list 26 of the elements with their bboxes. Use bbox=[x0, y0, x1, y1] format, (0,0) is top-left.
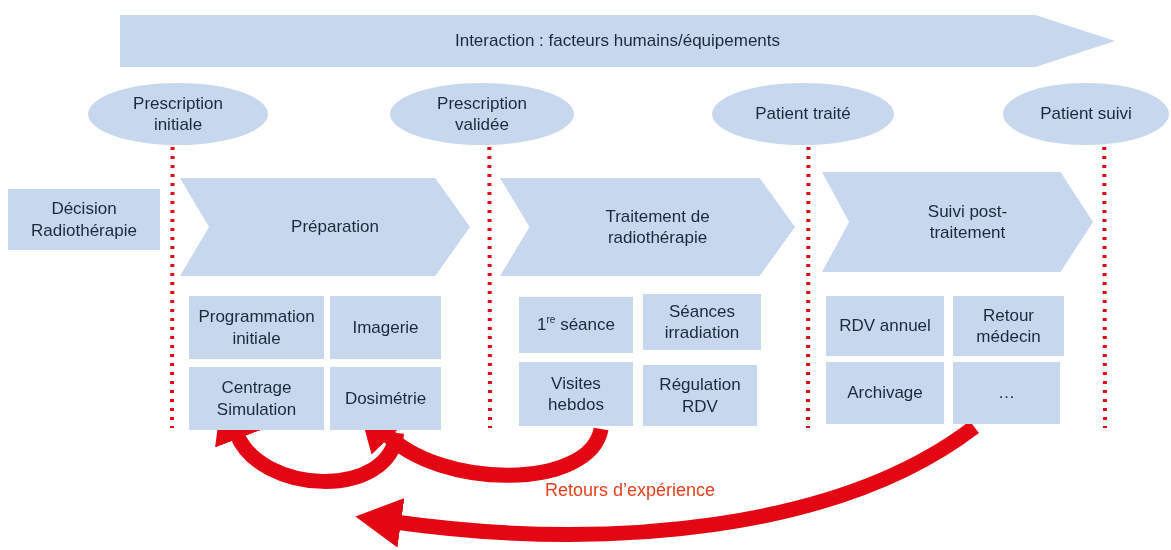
feedback-label: Retours d’expérience bbox=[545, 480, 716, 501]
milestone-ellipse: Patient suivi bbox=[1003, 83, 1169, 145]
milestone-ellipse: Patient traité bbox=[712, 83, 894, 145]
phase-chevron: Traitement de radiothérapie bbox=[500, 178, 795, 276]
task-box: Visites hebdos bbox=[519, 362, 633, 426]
milestone-line bbox=[170, 147, 175, 428]
task-box: Retour médecin bbox=[953, 296, 1064, 356]
task-box: … bbox=[953, 362, 1060, 424]
milestone-line bbox=[1102, 147, 1107, 428]
task-box: Programmation initiale bbox=[189, 296, 324, 359]
milestone-ellipse: Prescription initiale bbox=[88, 83, 268, 145]
milestone-line bbox=[487, 147, 492, 428]
task-box: Régulation RDV bbox=[643, 365, 757, 426]
milestone-ellipse: Prescription validée bbox=[390, 83, 574, 145]
phase-chevron: Suivi post-traitement bbox=[822, 172, 1093, 272]
task-box: 1$^{re}$ séance bbox=[519, 297, 633, 353]
milestone-line bbox=[806, 147, 811, 428]
task-box: Dosimétrie bbox=[330, 367, 441, 430]
task-box: RDV annuel bbox=[826, 296, 944, 356]
phase-chevron: Préparation bbox=[180, 178, 470, 276]
task-box: Imagerie bbox=[330, 296, 441, 359]
task-box: Archivage bbox=[826, 362, 944, 424]
task-box: Séances irradiation bbox=[643, 294, 761, 350]
banner-arrow: Interaction : facteurs humains/équipements bbox=[120, 15, 1115, 67]
task-box: Centrage Simulation bbox=[189, 367, 324, 430]
task-box: Décision Radiothérapie bbox=[8, 189, 160, 250]
